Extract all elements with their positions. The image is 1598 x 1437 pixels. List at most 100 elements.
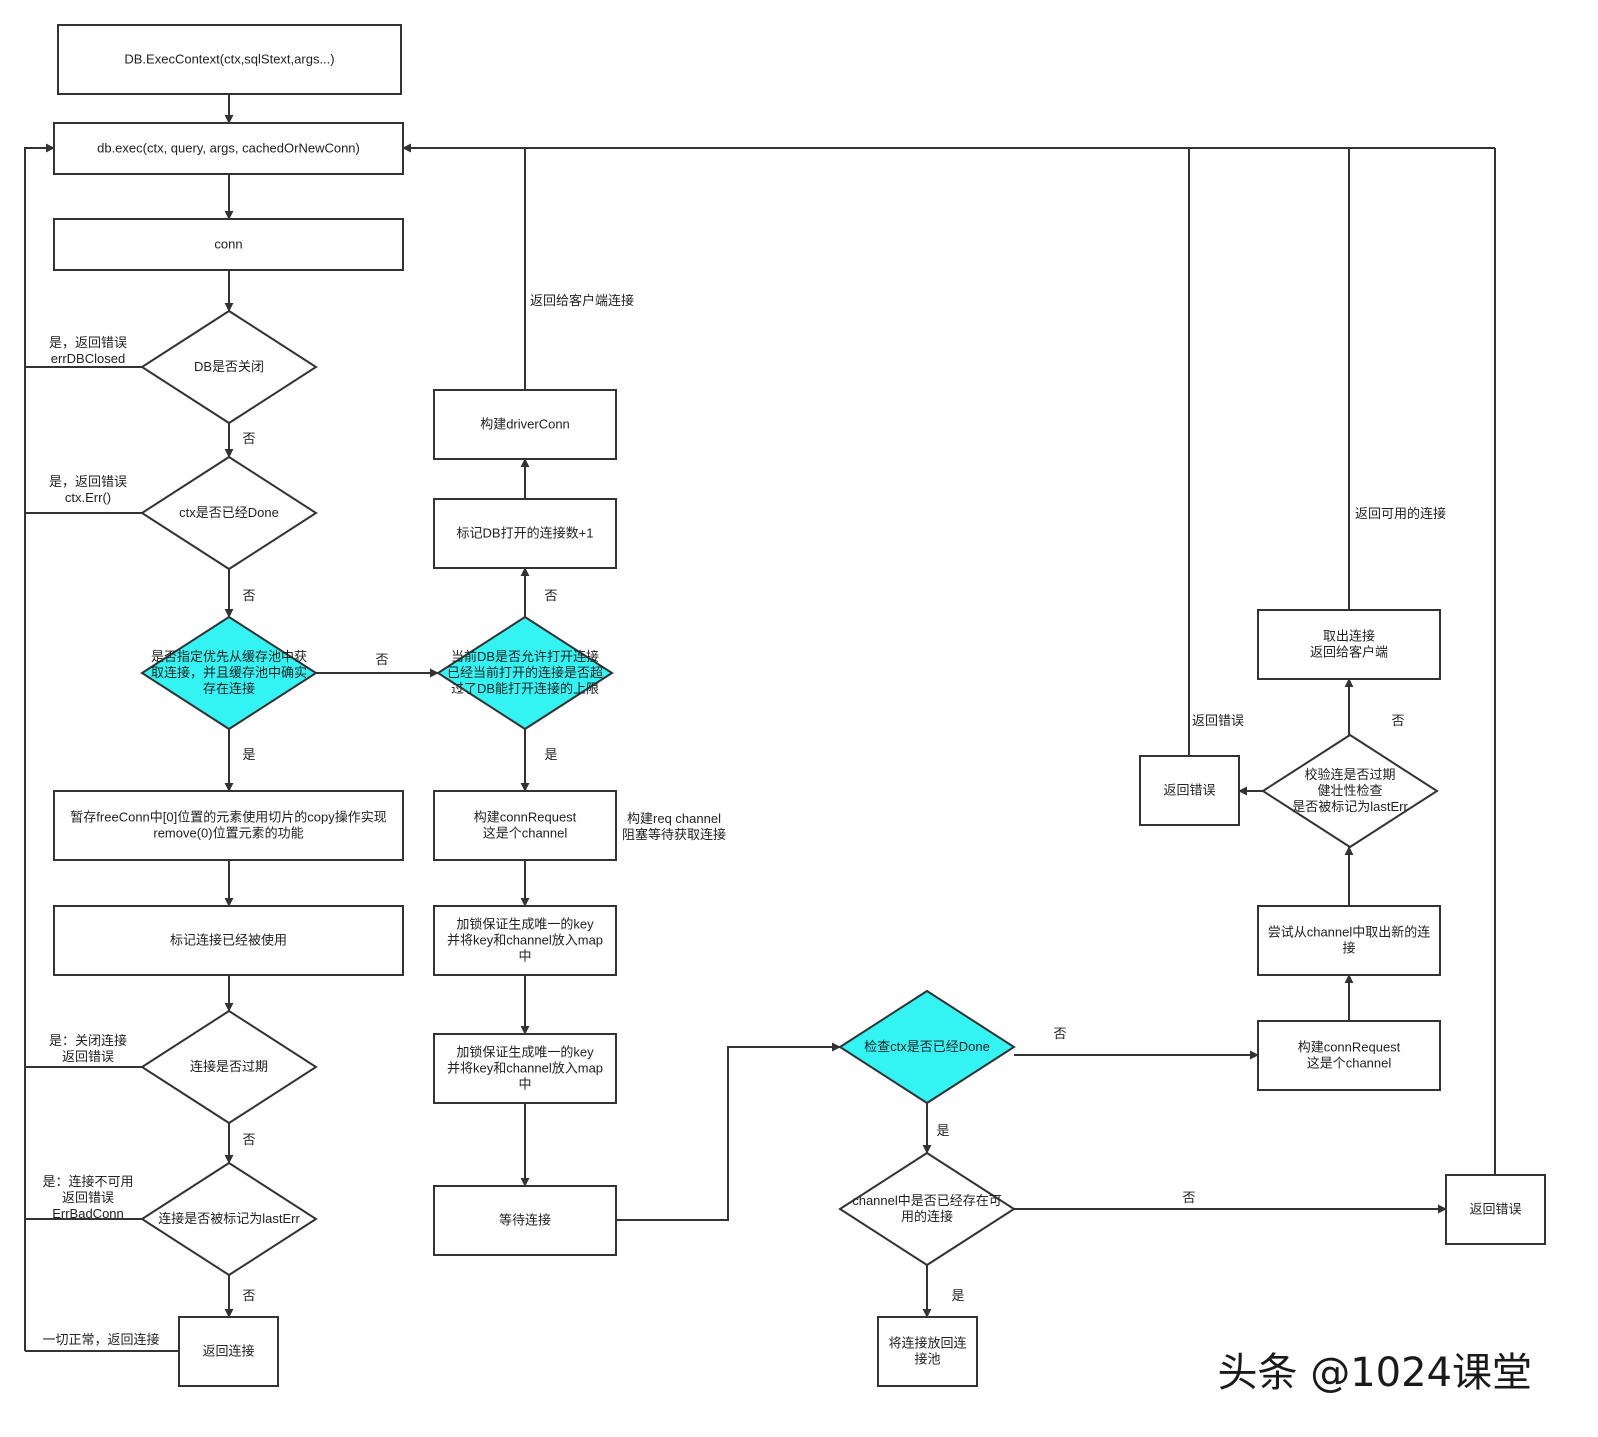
decision-diamond	[140, 455, 318, 571]
edge-label-closed-yes: 是，返回错误	[49, 335, 127, 350]
node-text-line: 是否指定优先从缓存池中获	[151, 649, 307, 664]
decision-diamond	[1261, 733, 1439, 849]
edge-label-mid-err-label: 返回错误	[1192, 713, 1244, 728]
process-box	[877, 1316, 978, 1387]
node-text-line: 检查ctx是否已经Done	[864, 1039, 990, 1054]
process-box	[433, 1185, 617, 1256]
node-text-line: 中	[518, 1077, 531, 1092]
edge-label-closed-no: 否	[242, 431, 255, 446]
node-text-line: 连接是否被标记为lastErr	[158, 1211, 300, 1226]
node-text-line: 中	[518, 949, 531, 964]
process-box	[1445, 1174, 1546, 1245]
node-text-line: 标记DB打开的连接数+1	[457, 526, 594, 541]
node-text-line: 等待连接	[499, 1213, 551, 1228]
node-text-line: 取连接，并且缓存池中确实	[151, 665, 307, 680]
node-text-line: 过了DB能打开连接的上限	[451, 681, 599, 696]
node-exec-context: DB.ExecContext(ctx,sqlStext,args...)	[57, 24, 402, 95]
edge-labels: 是，返回错误errDBClosed否是，返回错误ctx.Err()否否是是：关闭…	[42, 293, 1446, 1347]
flow-connector-25	[616, 1042, 841, 1221]
edge-label-closed-yes: errDBClosed	[51, 351, 125, 366]
node-text-line: 并将key和channel放入map	[447, 933, 603, 948]
node-text-line: 尝试从channel中取出新的连	[1268, 925, 1431, 940]
process-box	[1257, 609, 1441, 680]
node-text-line: 用的连接	[901, 1209, 953, 1224]
edge-label-checkctx-yes: 是	[936, 1123, 949, 1138]
node-text-line: 暂存freeConn中[0]位置的元素使用切片的copy操作实现	[70, 810, 386, 825]
node-temp-free: 暂存freeConn中[0]位置的元素使用切片的copy操作实现remove(0…	[53, 790, 404, 861]
edge-label-req-note: 构建req channel	[627, 811, 721, 826]
process-box	[53, 218, 404, 271]
flow-nodes: DB.ExecContext(ctx,sqlStext,args...) db.e…	[53, 24, 1546, 1387]
edge-label-ctx-yes: 是，返回错误	[49, 474, 127, 489]
edge-label-cache-yes: 是	[242, 747, 255, 762]
node-text-line: 将连接放回连	[888, 1336, 966, 1351]
edge-label-lasterr-yes: 是：连接不可用	[42, 1174, 133, 1189]
node-return-conn: 返回连接	[178, 1316, 279, 1387]
edge-label-lasterr-no: 否	[242, 1288, 255, 1303]
node-return-err-right: 返回错误	[1445, 1174, 1546, 1245]
node-text-line: 并将key和channel放入map	[447, 1061, 603, 1076]
node-text-line: 接	[1342, 941, 1355, 956]
node-text-line: 这是个channel	[1307, 1056, 1392, 1071]
node-text-line: 这是个channel	[483, 826, 568, 841]
edge-label-req-note: 阻塞等待获取连接	[622, 827, 726, 842]
node-check-ctx: 检查ctx是否已经Done	[838, 989, 1016, 1105]
node-text-line: DB是否关闭	[194, 359, 264, 374]
decision-diamond	[140, 1009, 318, 1125]
node-text-line: 取出连接	[1323, 629, 1375, 644]
decision-diamond	[838, 989, 1016, 1105]
node-text-line: 返回错误	[1163, 783, 1215, 798]
node-return-err-mid: 返回错误	[1139, 755, 1240, 826]
decision-diamond	[436, 615, 614, 731]
node-text-line: channel中是否已经存在可	[852, 1193, 1002, 1208]
node-text-line: DB.ExecContext(ctx,sqlStext,args...)	[124, 52, 334, 67]
edge-label-checkctx-no: 否	[1053, 1026, 1066, 1041]
watermark-text: 头条 @1024课堂	[1217, 1350, 1532, 1396]
node-text-line: 构建connRequest	[474, 810, 577, 825]
flow-edges	[24, 94, 1496, 1352]
edge-label-allow-no: 否	[544, 588, 557, 603]
node-mark-open: 标记DB打开的连接数+1	[433, 498, 617, 569]
process-box	[178, 1316, 279, 1387]
node-text-line: 标记连接已经被使用	[170, 933, 287, 948]
node-conn: conn	[53, 218, 404, 271]
process-box	[1257, 905, 1441, 976]
process-box	[1139, 755, 1240, 826]
node-text-line: conn	[214, 237, 242, 252]
process-box	[53, 122, 404, 175]
process-box	[433, 905, 617, 976]
edge-label-cache-no: 否	[375, 652, 388, 667]
flow-connector-15	[24, 143, 55, 1351]
edge-label-chan-yes: 是	[951, 1288, 964, 1303]
process-box	[433, 498, 617, 569]
decision-diamond	[838, 1151, 1016, 1267]
node-wait-conn: 等待连接	[433, 1185, 617, 1256]
process-box	[57, 24, 402, 95]
node-text-line: 当前DB是否允许打开连接	[451, 649, 599, 664]
edge-label-expired-yes: 是：关闭连接	[49, 1033, 127, 1048]
decision-diamond	[140, 1161, 318, 1277]
edge-label-allow-yes: 是	[544, 747, 557, 762]
edge-label-validate-no: 否	[1391, 713, 1404, 728]
edge-label-expired-yes: 返回错误	[62, 1049, 114, 1064]
node-text-line: 存在连接	[203, 681, 255, 696]
edge-label-ctx-yes: ctx.Err()	[65, 490, 111, 505]
node-lasterr: 连接是否被标记为lastErr	[140, 1161, 318, 1277]
node-text-line: 返回给客户端	[1310, 645, 1388, 660]
node-db-closed: DB是否关闭	[140, 309, 318, 425]
node-text-line: ctx是否已经Done	[179, 505, 279, 520]
node-text-line: 构建driverConn	[480, 417, 570, 432]
process-box	[53, 790, 404, 861]
decision-diamond	[140, 615, 318, 731]
node-expired: 连接是否过期	[140, 1009, 318, 1125]
node-text-line: db.exec(ctx, query, args, cachedOrNewCon…	[97, 141, 360, 156]
